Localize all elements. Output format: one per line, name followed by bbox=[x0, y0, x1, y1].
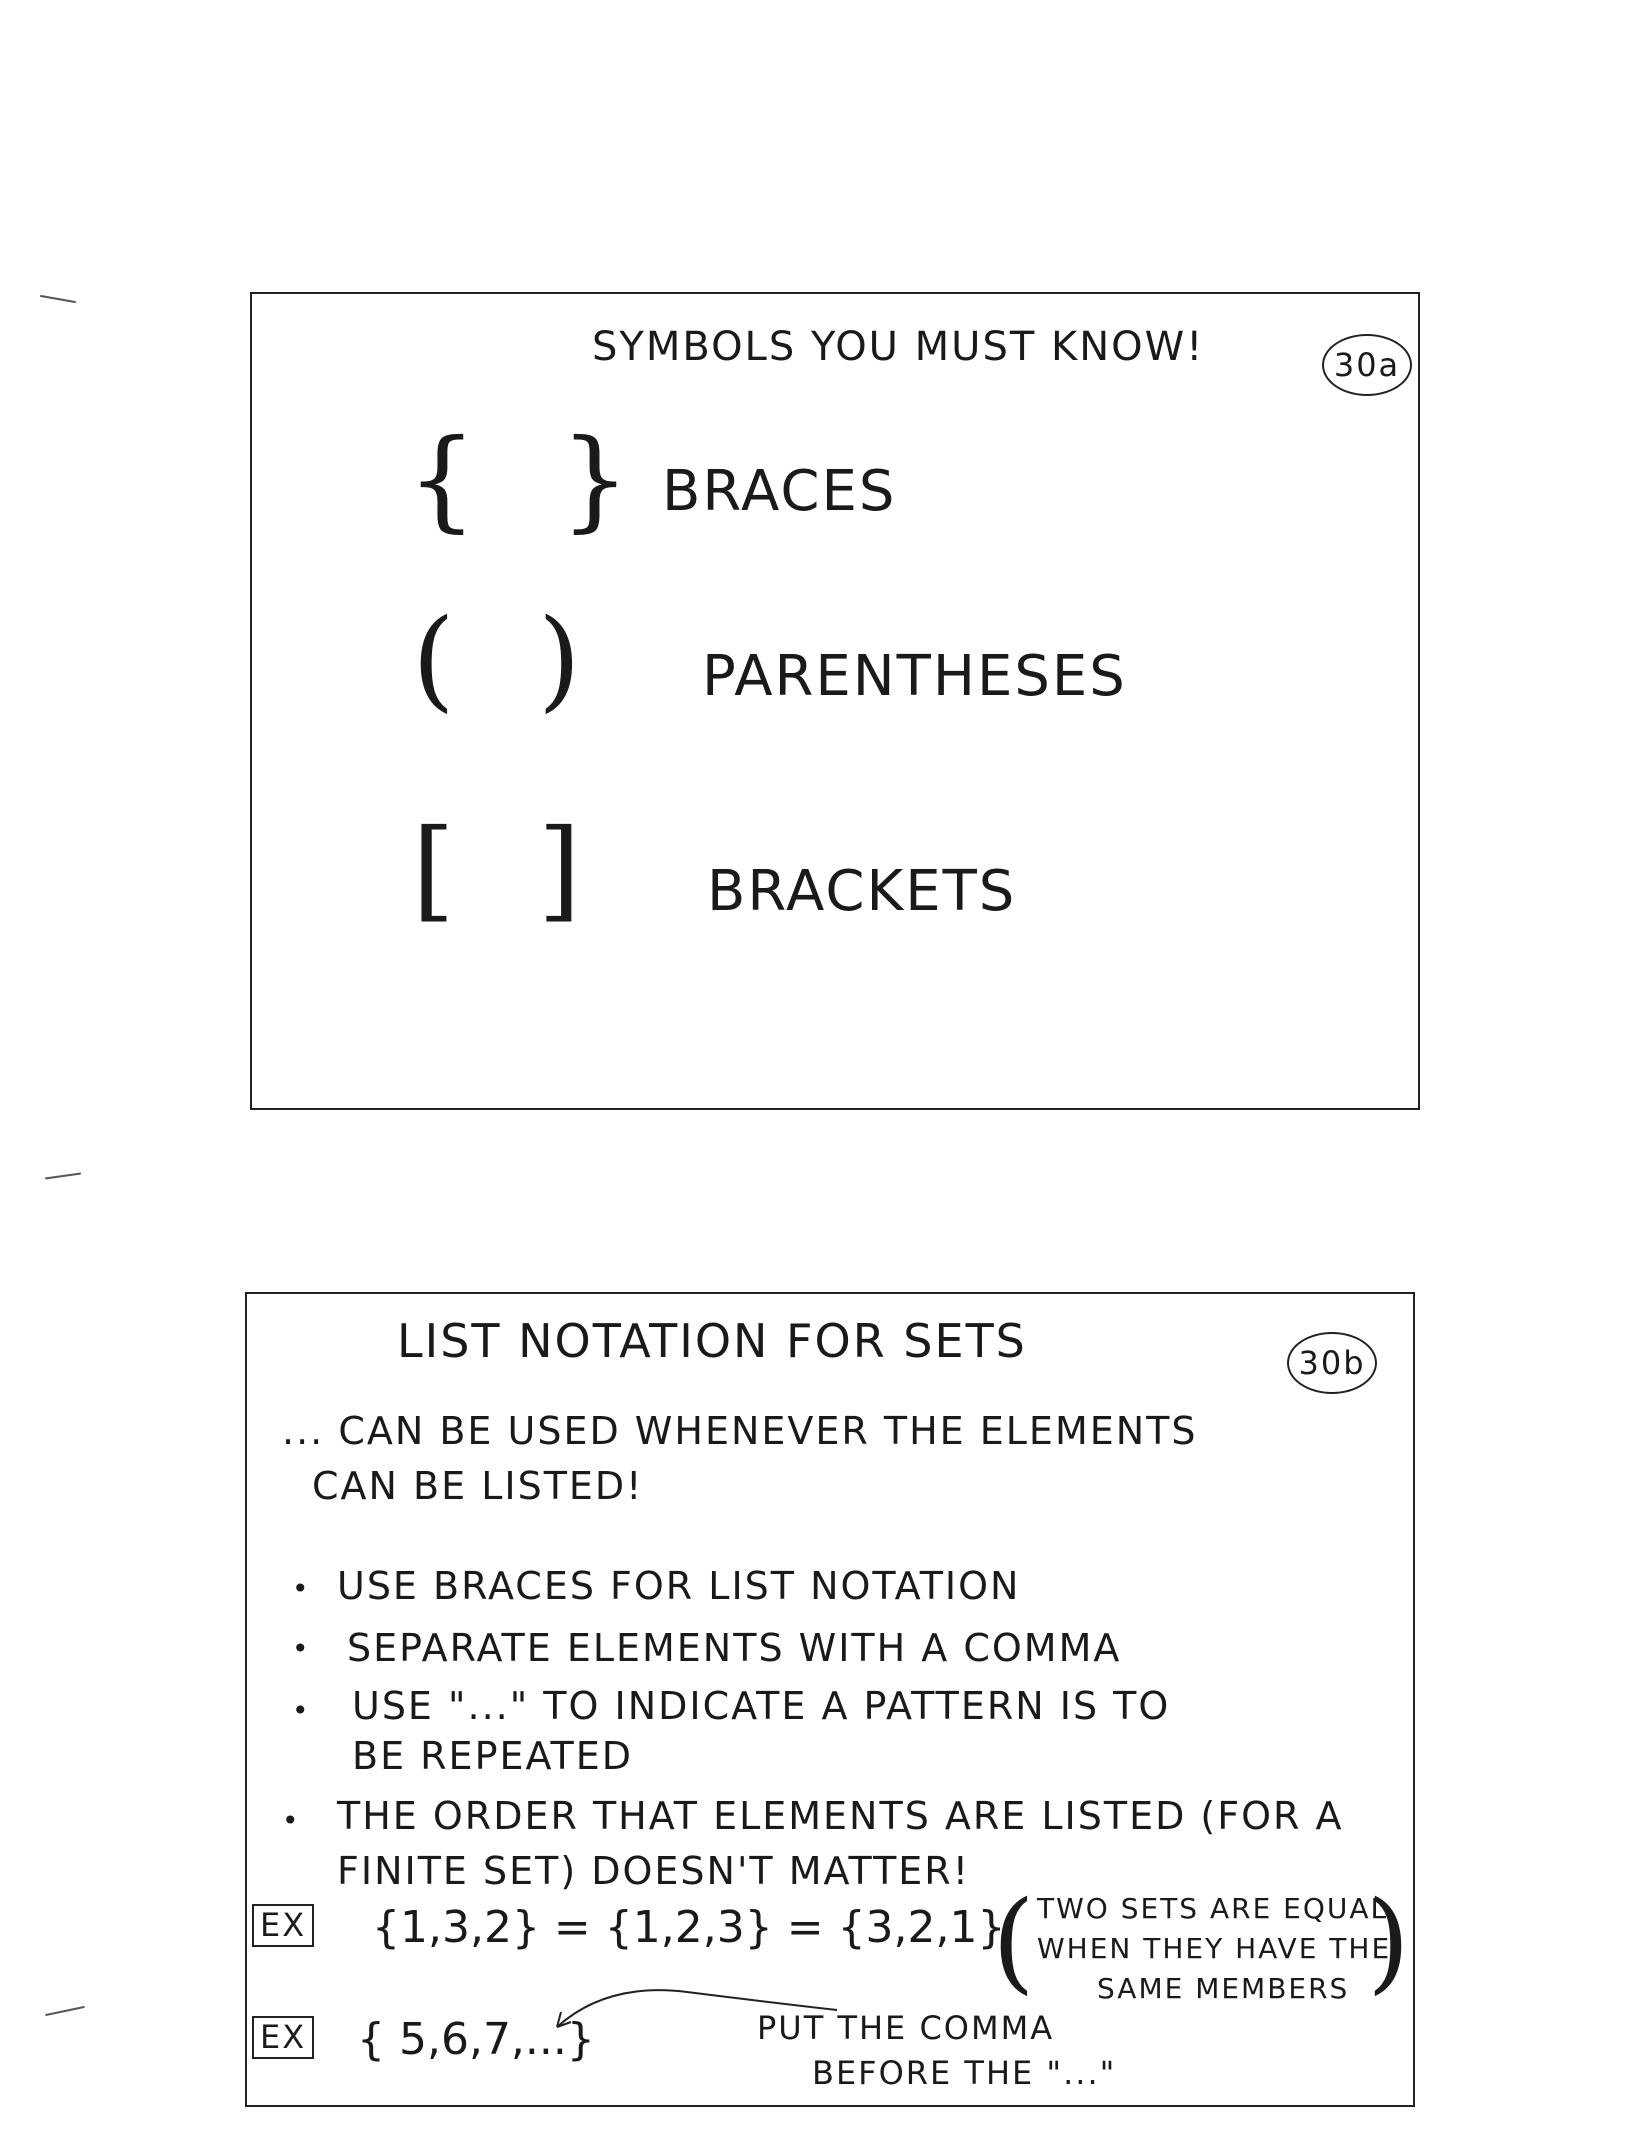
scan-mark bbox=[45, 1172, 81, 1180]
note-open-paren: ( bbox=[992, 1877, 1035, 2005]
note-line: TWO SETS ARE EQUAL bbox=[1037, 1892, 1389, 1925]
example-label: EX bbox=[252, 2016, 315, 2060]
example-set-equality: {1,3,2} = {1,2,3} = {3,2,1} bbox=[372, 1902, 1006, 1953]
card-title: LIST NOTATION FOR SETS bbox=[397, 1314, 1027, 1368]
parentheses-symbol: ( ) bbox=[412, 595, 605, 723]
bullet-text: USE BRACES FOR LIST NOTATION bbox=[337, 1564, 1021, 1608]
bullet-dot: • bbox=[292, 1632, 309, 1665]
card-number: 30a bbox=[1322, 334, 1412, 396]
note-line: BEFORE THE "..." bbox=[812, 2054, 1117, 2092]
card-list-notation: LIST NOTATION FOR SETS 30b ... CAN BE US… bbox=[245, 1292, 1415, 2107]
bullet-dot: • bbox=[282, 1804, 299, 1837]
example-set-pattern: { 5,6,7,...} bbox=[357, 2014, 595, 2065]
card-number: 30b bbox=[1287, 1332, 1377, 1394]
note-line: PUT THE COMMA bbox=[757, 2009, 1055, 2047]
note-close-paren: ) bbox=[1367, 1877, 1410, 2005]
intro-line: ... CAN BE USED WHENEVER THE ELEMENTS bbox=[282, 1409, 1198, 1453]
intro-line: CAN BE LISTED! bbox=[312, 1464, 644, 1508]
bullet-dot: • bbox=[292, 1694, 309, 1727]
bullet-dot: • bbox=[292, 1572, 309, 1605]
brackets-symbol: [ ] bbox=[412, 805, 605, 933]
curved-arrow-icon bbox=[556, 1989, 838, 2028]
bullet-text: USE "..." TO INDICATE A PATTERN IS TO bbox=[352, 1684, 1171, 1728]
bullet-text: SEPARATE ELEMENTS WITH A COMMA bbox=[347, 1626, 1122, 1670]
parentheses-label: PARENTHESES bbox=[702, 644, 1127, 709]
braces-label: BRACES bbox=[662, 459, 897, 524]
note-line: WHEN THEY HAVE THE bbox=[1037, 1932, 1392, 1965]
bullet-text: THE ORDER THAT ELEMENTS ARE LISTED (FOR … bbox=[337, 1794, 1344, 1838]
bullet-text: BE REPEATED bbox=[352, 1734, 634, 1778]
card-symbols: SYMBOLS YOU MUST KNOW! 30a { } BRACES ( … bbox=[250, 292, 1420, 1110]
example-label: EX bbox=[252, 1904, 315, 1948]
card-title: SYMBOLS YOU MUST KNOW! bbox=[592, 324, 1205, 370]
braces-symbol: { } bbox=[407, 415, 654, 543]
brackets-label: BRACKETS bbox=[707, 859, 1017, 924]
scan-mark bbox=[40, 294, 76, 304]
note-line: SAME MEMBERS bbox=[1097, 1972, 1350, 2005]
bullet-text: FINITE SET) DOESN'T MATTER! bbox=[337, 1849, 970, 1893]
scan-mark bbox=[45, 2005, 85, 2017]
